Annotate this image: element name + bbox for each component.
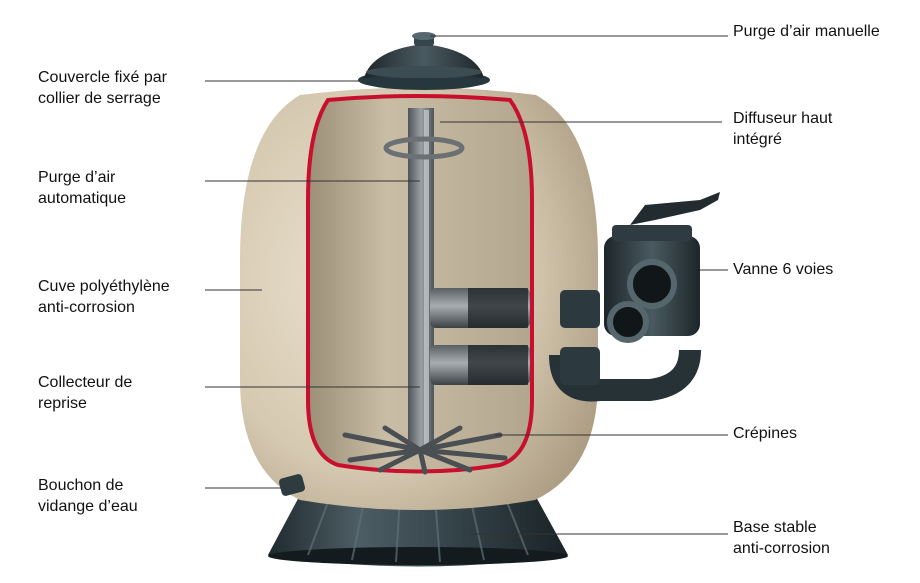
label-drain: Bouchon de vidange d’eau	[38, 477, 138, 515]
label-diffuser: Diffuseur haut intégré	[733, 110, 833, 148]
label-valve: Vanne 6 voies	[733, 261, 834, 278]
label-tank: Cuve polyéthylène anti-corrosion	[38, 278, 170, 316]
drain-plug	[278, 474, 306, 496]
strainers-laterals	[342, 425, 508, 475]
label-collector: Collecteur de reprise	[38, 374, 133, 412]
label-lid: Couvercle fixé par collier de serrage	[38, 69, 167, 107]
label-base: Base stable anti-corrosion	[733, 519, 830, 557]
top-lid	[358, 32, 490, 90]
six-way-valve	[549, 192, 720, 402]
label-strainers: Crépines	[733, 425, 798, 442]
central-collector-pipe	[383, 108, 465, 448]
side-connectors	[430, 288, 530, 385]
leader-lines	[205, 35, 728, 535]
base-stand	[268, 495, 568, 567]
label-manual-purge: Purge d’air manuelle	[733, 23, 880, 40]
label-auto-purge: Purge d’air automatique	[38, 169, 127, 207]
